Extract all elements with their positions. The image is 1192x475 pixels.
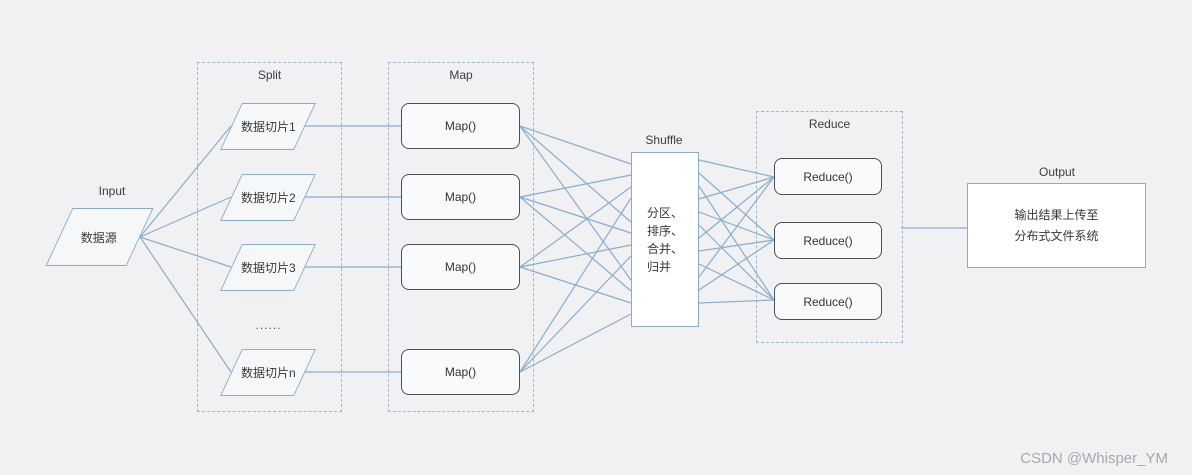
map-node-4: Map() bbox=[401, 349, 520, 395]
csdn-watermark: CSDN @Whisper_YM bbox=[1020, 450, 1168, 467]
shuffle-step-3: 合并、 bbox=[646, 241, 683, 256]
shuffle-step-2: 排序、 bbox=[646, 223, 683, 238]
connector-map2-shuffle bbox=[519, 196, 632, 292]
data-slice-1-label: 数据切片1 bbox=[240, 120, 296, 134]
connector-shuffle-reduce1 bbox=[698, 176, 775, 278]
map-node-1: Map() bbox=[401, 103, 520, 149]
connector-map1-shuffle bbox=[519, 125, 632, 165]
connector-shuffle-reduce2 bbox=[698, 239, 775, 291]
connector-shuffle-reduce3 bbox=[698, 185, 775, 301]
reduce-node-1: Reduce() bbox=[774, 158, 882, 195]
connector-shuffle-reduce3 bbox=[698, 224, 775, 301]
input-label: Input bbox=[98, 184, 126, 198]
map-group-label: Map bbox=[449, 68, 473, 82]
connector-shuffle-reduce1 bbox=[698, 176, 775, 239]
connector-source-slice2 bbox=[139, 196, 232, 238]
output-label: Output bbox=[1038, 165, 1076, 179]
connector-map1-shuffle bbox=[519, 125, 632, 223]
map-node-2: Map() bbox=[401, 174, 520, 220]
data-source-label: 数据源 bbox=[81, 230, 118, 245]
connector-shuffle-reduce2 bbox=[698, 211, 775, 241]
shuffle-label: Shuffle bbox=[645, 133, 683, 147]
reduce-group: Reduce bbox=[756, 111, 903, 343]
connector-map4-shuffle bbox=[519, 197, 632, 373]
connector-map4-shuffle bbox=[519, 313, 632, 373]
data-slice-2-label: 数据切片2 bbox=[240, 191, 296, 205]
connector-shuffle-reduce1 bbox=[698, 159, 775, 178]
reduce-node-3: Reduce() bbox=[774, 283, 882, 320]
connector-shuffle-reduce3 bbox=[698, 263, 775, 301]
shuffle-step-1: 分区、 bbox=[646, 205, 683, 220]
slice-ellipsis: ...... bbox=[255, 318, 282, 332]
data-slice-n-label: 数据切片n bbox=[240, 366, 296, 380]
split-group: Split bbox=[197, 62, 342, 412]
connector-shuffle-reduce2 bbox=[698, 172, 775, 241]
connector-map2-shuffle bbox=[519, 174, 632, 198]
output-line-2: 分布式文件系统 bbox=[1014, 228, 1099, 243]
data-slice-3-label: 数据切片3 bbox=[240, 261, 296, 275]
connector-source-slice1 bbox=[139, 125, 232, 238]
map-group: Map bbox=[388, 62, 534, 412]
reduce-node-2: Reduce() bbox=[774, 222, 882, 259]
connector-shuffle-reduce3 bbox=[698, 299, 775, 304]
output-box: 输出结果上传至 分布式文件系统 bbox=[967, 183, 1146, 268]
output-line-1: 输出结果上传至 bbox=[1014, 207, 1099, 222]
connector-map4-shuffle bbox=[519, 255, 632, 373]
split-group-label: Split bbox=[257, 68, 282, 82]
map-node-3: Map() bbox=[401, 244, 520, 290]
connector-map3-shuffle bbox=[519, 186, 632, 268]
reduce-group-label: Reduce bbox=[808, 117, 851, 131]
connector-map1-shuffle bbox=[519, 125, 632, 281]
connector-source-slice3 bbox=[139, 236, 232, 268]
connector-map3-shuffle bbox=[519, 244, 632, 268]
connector-shuffle-reduce1 bbox=[698, 176, 775, 200]
shuffle-step-4: 归并 bbox=[646, 259, 671, 274]
connector-shuffle-reduce2 bbox=[698, 239, 775, 252]
shuffle-box: 分区、 排序、 合并、 归并 bbox=[631, 152, 699, 327]
connector-source-slicen bbox=[139, 236, 232, 373]
